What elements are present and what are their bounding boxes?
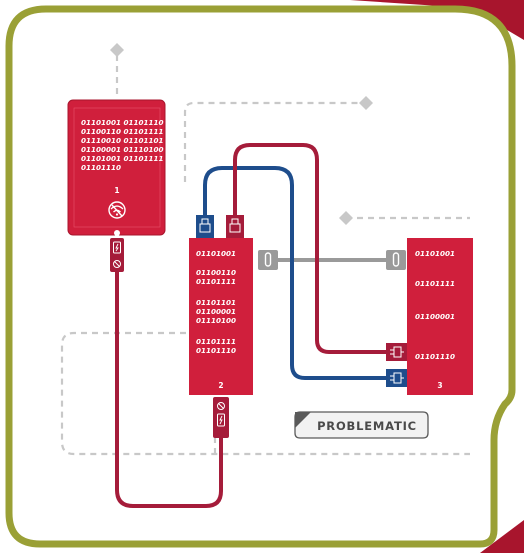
device2-binary-line: 01101111 — [196, 337, 236, 346]
device3-binary-line: 01100001 — [415, 312, 455, 321]
device-2-connectors — [196, 215, 244, 238]
blocked-icon — [113, 260, 121, 268]
tablet-binary-line: 01110010 01101101 — [81, 136, 164, 145]
tablet-binary-line: 01100110 01101111 — [81, 127, 164, 136]
device-3: 01101001 01101111 01100001 01101110 3 — [407, 238, 473, 395]
power-cable — [115, 272, 223, 508]
power-plug-icon — [390, 346, 404, 358]
device-3-plugs — [386, 343, 407, 387]
tablet-binary-line: 01101001 01101110 — [81, 118, 164, 127]
tablet-number: 1 — [114, 186, 119, 195]
blue-cable — [203, 166, 386, 380]
device3-binary-line: 01101110 — [415, 352, 455, 361]
device3-binary-line: 01101001 — [415, 249, 455, 258]
badge-label: PROBLEMATIC — [317, 419, 417, 433]
device2-binary-line: 01100001 — [196, 307, 236, 316]
tablet-binary-line: 01100001 01110100 — [81, 145, 164, 154]
cable-port-icon — [392, 252, 400, 267]
charging-icon — [113, 241, 121, 254]
tablet-home-button[interactable] — [114, 230, 120, 236]
device2-binary-line: 01101110 — [196, 346, 236, 355]
frame-border — [5, 5, 516, 548]
tablet-binary-line: 01101001 01101111 — [81, 154, 164, 163]
network-nodes — [110, 43, 373, 225]
device-2-number: 2 — [218, 381, 223, 390]
device2-binary-line: 01100110 — [196, 268, 236, 277]
device-2: 0110100101100110011011110110110101100001… — [189, 238, 253, 395]
cable-port-icon — [264, 252, 272, 267]
problematic-badge: PROBLEMATIC — [294, 411, 429, 439]
tablet-binary-line: 01101110 — [81, 163, 121, 172]
device2-binary-line: 01101111 — [196, 277, 236, 286]
tablet-power-plug — [110, 238, 124, 272]
blocked-icon — [217, 402, 225, 410]
device2-binary-line: 01101101 — [196, 298, 236, 307]
device-3-number: 3 — [437, 381, 442, 390]
red-cable — [233, 143, 386, 354]
power-plug-icon — [390, 372, 404, 384]
usb-plug-icon — [199, 218, 211, 233]
device2-binary-line: 01101001 — [196, 249, 236, 258]
gray-cable — [258, 250, 406, 270]
corner-accent-bottom — [480, 520, 524, 553]
network-lines — [60, 55, 470, 456]
charging-icon — [217, 413, 225, 427]
wifi-off-icon — [108, 201, 126, 219]
device-2-power-plug — [213, 397, 229, 438]
usb-plug-icon — [229, 218, 241, 233]
device3-binary-line: 01101111 — [415, 279, 455, 288]
device2-binary-line: 01110100 — [196, 316, 236, 325]
